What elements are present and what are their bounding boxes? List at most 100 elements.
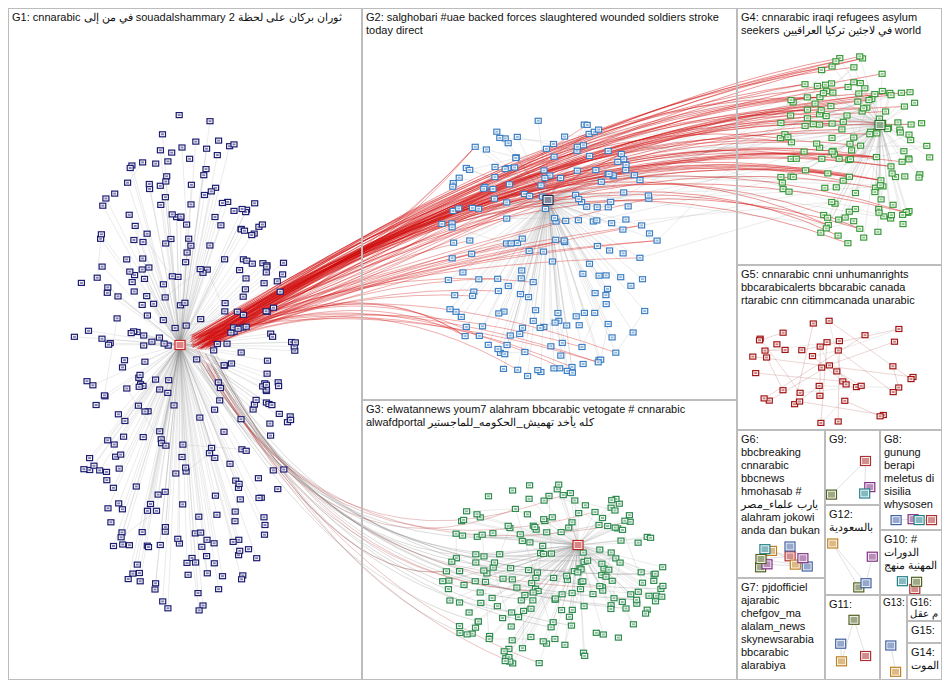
vertex-icon [264,524,267,526]
vertex-icon [172,326,178,331]
vertex-icon [171,403,177,408]
vertex-icon [279,291,282,293]
vertex-icon [104,478,110,483]
vertex-icon [179,455,185,460]
vertex-icon [186,562,189,564]
vertex-icon [219,224,222,226]
vertex-icon [229,361,235,366]
vertex-icon [217,381,220,383]
vertex-icon [121,366,124,368]
vertex-icon [162,283,165,285]
vertex-icon [607,323,610,325]
vertex-icon [561,238,567,243]
vertex-icon [171,275,174,277]
vertex-icon [170,152,173,154]
vertex-icon [471,295,474,297]
vertex-icon [120,536,123,538]
vertex-icon [95,404,98,406]
vertex-icon [129,280,135,285]
edge-line [180,345,223,576]
vertex-icon [164,445,167,447]
vertex-icon [213,457,216,459]
edge-line [140,345,180,581]
vertex-icon [105,438,111,443]
vertex-icon [537,120,540,122]
edge-line [548,200,558,313]
edge-line [548,200,621,277]
vertex-icon [563,218,569,223]
edge-line [196,354,615,561]
vertex-icon [265,266,268,268]
vertex-icon [169,150,175,155]
vertex-icon [505,218,508,220]
edge-line [578,538,651,545]
vertex-icon [625,164,628,166]
edge-line [180,345,242,579]
vertex-icon [84,379,90,384]
edge-line [572,545,579,626]
vertex-icon [181,456,184,458]
vertex-icon [143,361,146,363]
vertex-icon [293,345,296,347]
vertex-icon [184,222,190,227]
vertex-icon [118,452,124,457]
edge-line [860,56,880,125]
vertex-icon [577,198,580,200]
vertex-icon [621,190,627,195]
vertex-icon [239,498,242,500]
vertex-icon [447,279,450,281]
vertex-icon [458,314,464,319]
edge-line [513,545,578,663]
vertex-icon [190,184,193,186]
vertex-icon [616,161,619,163]
vertex-icon [127,269,133,274]
vertex-icon [504,168,507,170]
vertex-icon [209,120,212,122]
vertex-icon [266,373,269,375]
vertex-icon [222,363,228,368]
vertex-icon [178,214,184,219]
vertex-icon [520,270,523,272]
vertex-icon [559,177,562,179]
vertex-icon [157,387,163,392]
vertex-icon [204,554,210,559]
vertex-icon [482,188,485,190]
vertex-icon [240,294,246,299]
vertex-icon [158,389,161,391]
vertex-icon [580,362,586,367]
vertex-icon [213,562,216,564]
vertex-icon [253,397,259,402]
vertex-icon [146,233,149,235]
edge-line [512,579,555,599]
vertex-icon [261,224,264,226]
vertex-icon [223,310,226,312]
vertex-icon [522,350,528,355]
edge-line [498,200,548,279]
edge-line [180,146,230,345]
vertex-icon [469,251,475,256]
vertex-icon [131,281,134,283]
edge-line [191,84,805,338]
vertex-icon [242,296,245,298]
vertex-icon [470,293,476,298]
vertex-icon [278,413,281,415]
vertex-icon [183,465,189,470]
vertex-icon [195,591,201,596]
vertex-icon [173,471,179,476]
vertex-icon [465,326,468,328]
vertex-icon [243,230,246,232]
vertex-icon [215,514,218,516]
vertex-icon [449,225,455,230]
vertex-icon [233,210,236,212]
vertex-icon [506,344,509,346]
vertex-icon [237,487,240,489]
vertex-icon [608,173,611,175]
edge-line [515,509,536,578]
vertex-icon [510,242,513,244]
vertex-icon [573,314,579,319]
vertex-icon [154,163,157,165]
vertex-icon [98,232,104,237]
edge-line [475,147,516,157]
vertex-icon [154,379,157,381]
edge-line [198,227,453,342]
